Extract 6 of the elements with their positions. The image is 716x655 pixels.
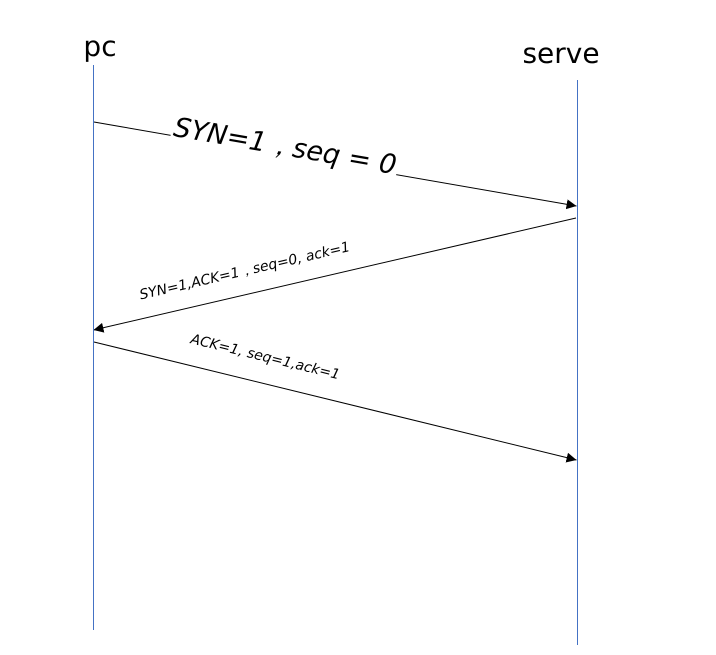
- participant-label: serve: [522, 37, 600, 70]
- arrow: [93, 218, 576, 333]
- lifeline: [93, 65, 94, 630]
- lifeline: [577, 80, 578, 645]
- arrow: [94, 342, 577, 462]
- participant-label: pc: [83, 30, 117, 63]
